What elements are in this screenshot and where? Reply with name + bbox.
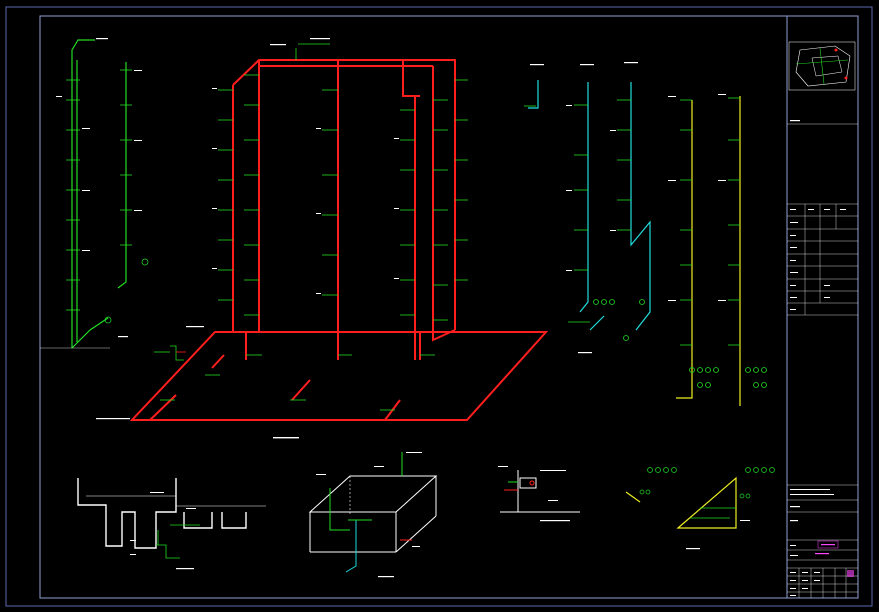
cyan-riser-marks [524,99,645,341]
triangle-circle-markers [639,467,775,499]
riser-diagram-yellow [676,96,741,406]
pit-section-detail [77,478,266,549]
axonometric-branch-marks [160,43,468,411]
site-plan-thumbnail [788,41,856,91]
triangular-connection-detail [625,476,737,529]
tank-pipes [329,452,412,573]
tank-labels [316,452,422,578]
axonometric-small-fixture [154,345,186,361]
water-tank-detail [308,475,438,553]
riser-diagram-left [40,39,149,349]
wall-fixture-detail [500,470,580,513]
project-stamp [815,540,854,577]
yellow-riser-marks [680,97,767,388]
supply-axonometric-diagram [129,59,549,421]
triangle-labels [686,520,750,550]
title-block-text-marks [790,120,846,596]
base-loop [129,331,549,421]
wall-fixture-labels [498,466,570,522]
pit-section-pipes [156,524,200,559]
yellow-riser-labels [668,94,726,301]
pit-section-labels [130,492,196,570]
cyan-riser-labels [530,62,638,354]
left-riser-tick-marks [66,69,132,311]
title-block-grid [787,123,858,598]
riser-diagram-cyan [528,80,651,331]
axonometric-labels [96,38,399,439]
title-block [787,41,858,598]
drawing-frame [5,6,873,607]
left-riser-labels [56,38,142,338]
